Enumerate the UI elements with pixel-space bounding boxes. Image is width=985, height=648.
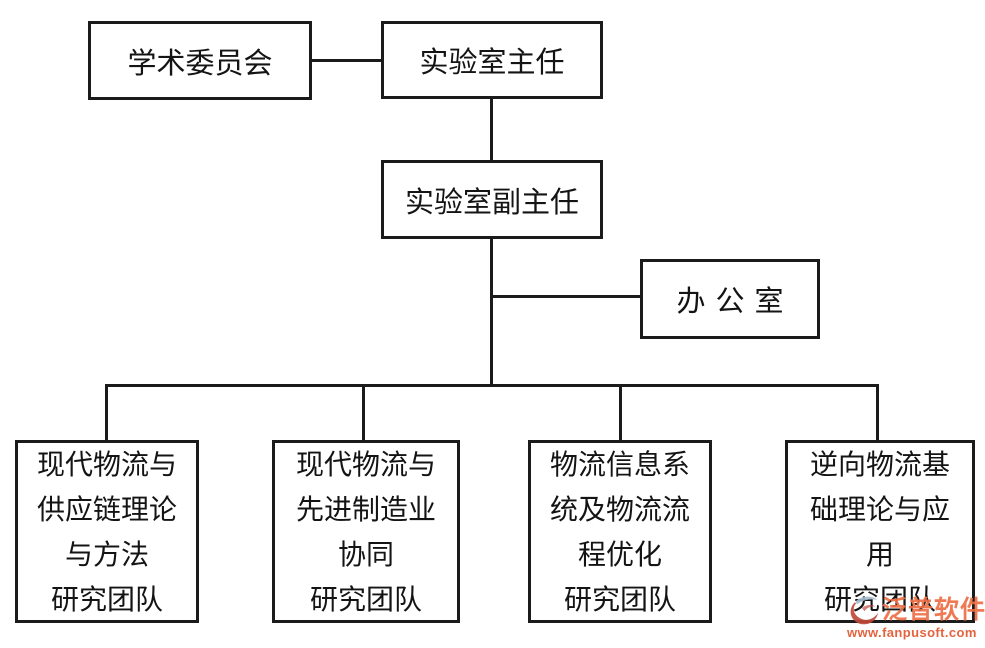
node-lab-deputy-director: 实验室副主任 <box>381 160 603 239</box>
node-lab-director: 实验室主任 <box>381 21 603 99</box>
drop-line-team-2 <box>362 384 365 442</box>
team-label-line: 研究团队 <box>563 582 676 616</box>
watermark-brand-text: 泛普软件 <box>882 596 985 624</box>
team-label-line: 协同 <box>337 537 394 571</box>
drop-line-team-4 <box>876 384 879 442</box>
connector-academic-to-director <box>312 59 381 62</box>
node-lab-deputy-director-label: 实验室副主任 <box>404 184 579 219</box>
team-label-line: 供应链理论 <box>36 492 177 526</box>
node-team-logistics-advanced-manufacturing: 现代物流与 先进制造业 协同 研究团队 <box>272 440 460 623</box>
node-team-reverse-logistics: 逆向物流基 础理论与应 用 研究团队 <box>785 440 975 623</box>
watermark-url-text: www.fanpusoft.com <box>847 625 977 640</box>
team-label-line: 物流信息系 <box>549 447 690 481</box>
watermark: 泛普软件 www.fanpusoft.com <box>847 595 985 640</box>
team-label-line: 研究团队 <box>309 582 422 616</box>
node-office: 办公室 <box>640 259 820 339</box>
node-lab-director-label: 实验室主任 <box>419 45 565 79</box>
node-academic-committee-label: 学术委员会 <box>127 45 273 80</box>
team-label-line: 逆向物流基 <box>809 447 950 481</box>
node-team-logistics-info-system: 物流信息系 统及物流流 程优化 研究团队 <box>528 440 712 623</box>
node-team-modern-logistics-supply-chain: 现代物流与 供应链理论 与方法 研究团队 <box>15 440 199 623</box>
node-office-label: 办公室 <box>676 284 794 318</box>
connector-director-to-deputy <box>490 99 493 161</box>
node-academic-committee: 学术委员会 <box>88 21 312 100</box>
fanpu-logo-icon <box>850 596 879 625</box>
drop-line-team-3 <box>619 384 622 442</box>
team-label-line: 程优化 <box>577 537 662 571</box>
team-label-line: 研究团队 <box>50 582 163 616</box>
team-label-line: 现代物流与 <box>36 447 177 481</box>
team-label-line: 础理论与应 <box>809 492 950 526</box>
team-label-line: 研究团队 <box>823 582 936 616</box>
branch-distribution-line <box>105 384 879 387</box>
team-label-line: 用 <box>865 537 894 571</box>
team-label-line: 先进制造业 <box>295 492 436 526</box>
team-label-line: 现代物流与 <box>295 447 436 481</box>
team-label-line: 统及物流流 <box>549 492 690 526</box>
drop-line-team-1 <box>105 384 108 442</box>
connector-deputy-to-office <box>491 295 640 298</box>
connector-deputy-to-branch <box>490 239 493 387</box>
team-label-line: 与方法 <box>64 537 149 571</box>
